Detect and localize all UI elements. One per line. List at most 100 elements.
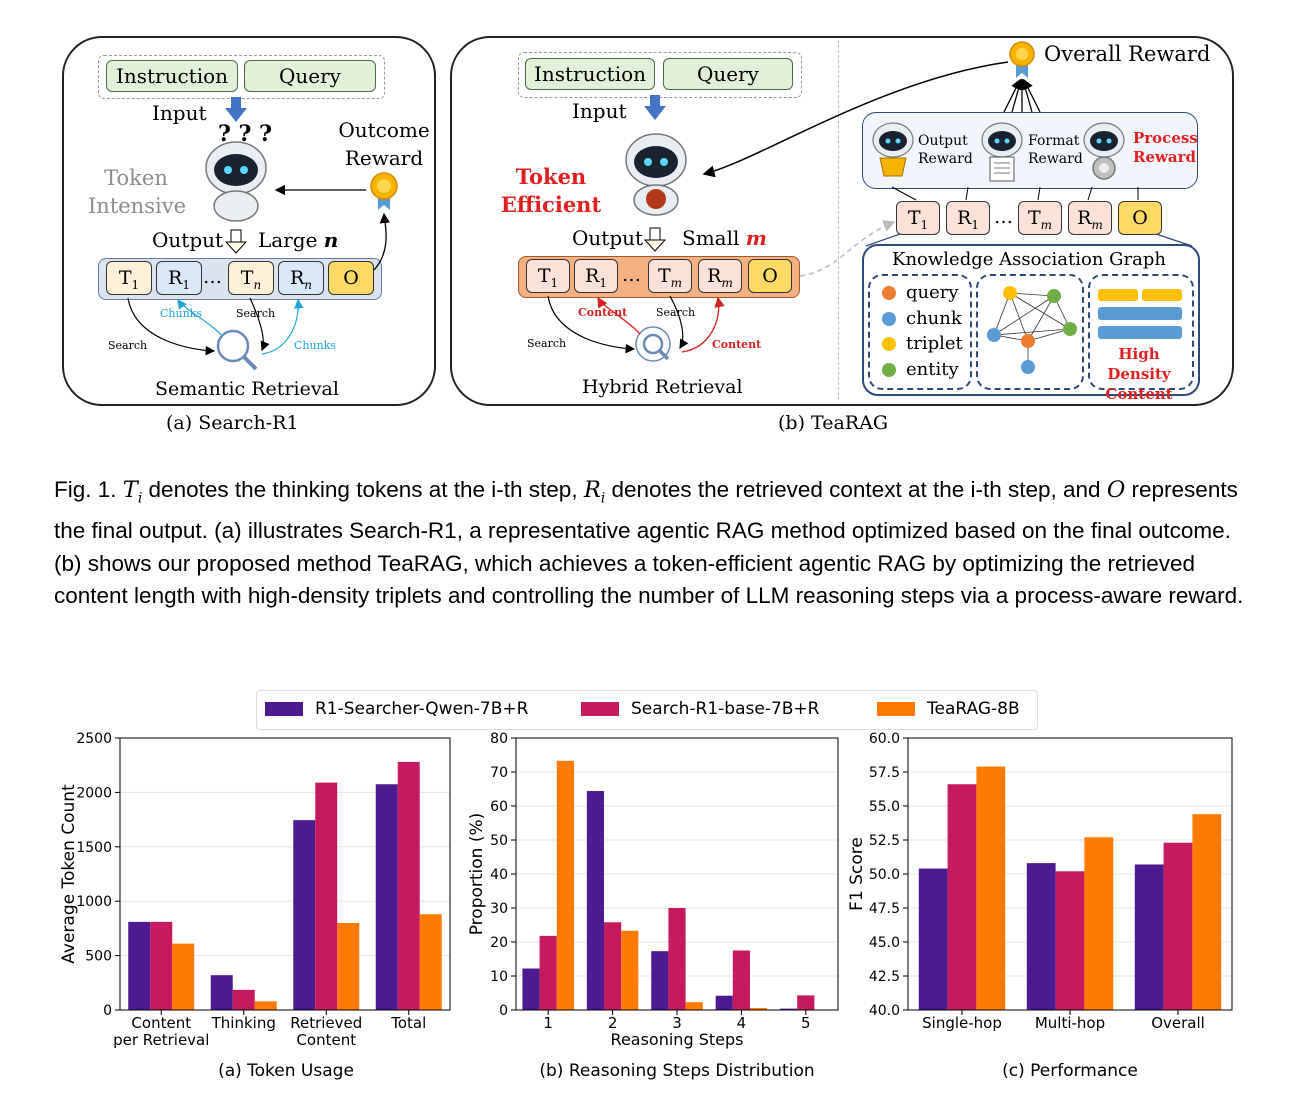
y-tick-label: 1500 (76, 840, 112, 856)
kag-content-box (1088, 274, 1194, 390)
instruction-box-b: Instruction (525, 58, 655, 90)
y-tick-label: 30 (490, 901, 508, 917)
format-reward-label: Format Reward (1028, 133, 1083, 167)
bar (715, 995, 733, 1010)
output-label-a: Output (152, 228, 224, 252)
token-letter: T (657, 265, 671, 287)
small-m-label: Small m (682, 226, 767, 250)
token-rn-a: Rn (278, 261, 324, 295)
sub-i: i (137, 490, 143, 507)
legend-label: R1-Searcher-Qwen-7B+R (315, 699, 529, 719)
x-tick-label: Content (131, 1014, 191, 1032)
bar (315, 782, 338, 1010)
token-tm-r: Tm (1018, 201, 1062, 235)
query-box-b: Query (663, 58, 793, 90)
chart-legend: R1-Searcher-Qwen-7B+R Search-R1-base-7B+… (256, 690, 1038, 730)
content-left-b: Content (578, 306, 628, 319)
legend-item-entity: entity (882, 357, 963, 383)
chunk-dot-icon (882, 311, 896, 326)
x-tick-label: Total (390, 1014, 426, 1032)
x-tick-label: 4 (737, 1014, 747, 1032)
caption-prefix: Fig. 1. (54, 477, 117, 502)
token-letter: R (585, 265, 600, 287)
process-reward-label: Process Reward (1133, 129, 1198, 166)
caption-part-4: represents the final output. (a) illustr… (54, 477, 1244, 608)
bar (254, 1001, 277, 1010)
ellipsis-b: … (622, 264, 641, 286)
token-tn-a: Tn (228, 261, 274, 295)
token-sub: n (304, 277, 313, 292)
m-symbol: m (745, 226, 767, 250)
sub-i: i (600, 490, 606, 507)
high-density-label: High Density Content (1105, 345, 1173, 403)
token-sub: 1 (550, 275, 559, 290)
kag-title: Knowledge Association Graph (892, 249, 1166, 270)
token-rm-r: Rm (1068, 201, 1112, 235)
x-tick-label: 1 (543, 1014, 553, 1032)
y-tick-label: 500 (85, 949, 112, 965)
sym-r: R (583, 477, 601, 503)
bar (337, 922, 360, 1010)
bar (1026, 863, 1056, 1010)
caption-sym-o: O (1106, 477, 1126, 503)
token-sub: m (1040, 217, 1053, 232)
x-tick-label: 2 (608, 1014, 618, 1032)
y-tick-label: 10 (490, 969, 508, 985)
bar (1084, 837, 1114, 1010)
y-tick-label: 50 (490, 833, 508, 849)
bar (150, 921, 173, 1010)
token-letter: T (537, 265, 551, 287)
y-tick-label: 60.0 (869, 731, 900, 747)
legend-label: Search-R1-base-7B+R (631, 699, 820, 719)
y-tick-label: 1000 (76, 894, 112, 910)
caption-part-2: denotes the thinking tokens at the i-th … (142, 477, 584, 502)
legend-swatch (877, 702, 915, 716)
bar (668, 908, 686, 1010)
x-tick-label: Overall (1151, 1014, 1205, 1032)
y-tick-label: 2500 (76, 731, 112, 747)
bar-yellow-1 (1098, 289, 1138, 301)
y-tick-label: 45.0 (869, 935, 900, 951)
token-sub: m (721, 275, 733, 290)
bar (1055, 871, 1085, 1010)
x-tick-label: 3 (672, 1014, 682, 1032)
output-reward-label: Output Reward (918, 133, 973, 167)
chart-3: 40.042.545.047.550.052.555.057.560.0Sing… (847, 731, 1233, 1081)
bar (397, 761, 420, 1010)
token-efficient-label: Token Efficient (500, 164, 602, 217)
bar (604, 922, 622, 1010)
output-label-b: Output (572, 226, 644, 250)
bar (172, 943, 195, 1010)
bar-blue-2 (1098, 326, 1182, 339)
token-intensive-label: Token Intensive (88, 166, 186, 218)
figure-caption: Fig. 1. Ti denotes the thinking tokens a… (54, 474, 1244, 613)
token-letter: R (289, 267, 305, 289)
search-left-a: Search (108, 339, 148, 352)
search-left-b: Search (527, 337, 567, 350)
y-tick-label: 40.0 (869, 1003, 900, 1019)
kag-legend-box (868, 274, 972, 390)
overall-reward-label: Overall Reward (1044, 42, 1211, 66)
token-o-b: O (748, 259, 792, 293)
large-n-label: Large n (258, 228, 338, 252)
query-box-a: Query (244, 60, 376, 92)
token-sub: 1 (920, 217, 929, 232)
query-dot-icon (882, 286, 896, 300)
x-tick-label: Multi-hop (1035, 1014, 1105, 1032)
ellipsis-a: … (203, 266, 222, 288)
token-rm-b: Rm (698, 259, 742, 293)
token-r1-r: R1 (946, 201, 990, 235)
token-r1-a: R1 (156, 261, 202, 295)
token-sub: m (670, 275, 683, 290)
legend-swatch (581, 702, 619, 716)
semantic-retrieval-label: Semantic Retrieval (155, 378, 339, 400)
y-tick-label: 2000 (76, 785, 112, 801)
caption-b: (b) TeaRAG (778, 412, 889, 434)
bar (976, 766, 1006, 1010)
outcome-reward-label: Outcome Reward (338, 118, 430, 170)
y-tick-label: 70 (490, 765, 508, 781)
chart-title: (c) Performance (1002, 1061, 1138, 1081)
